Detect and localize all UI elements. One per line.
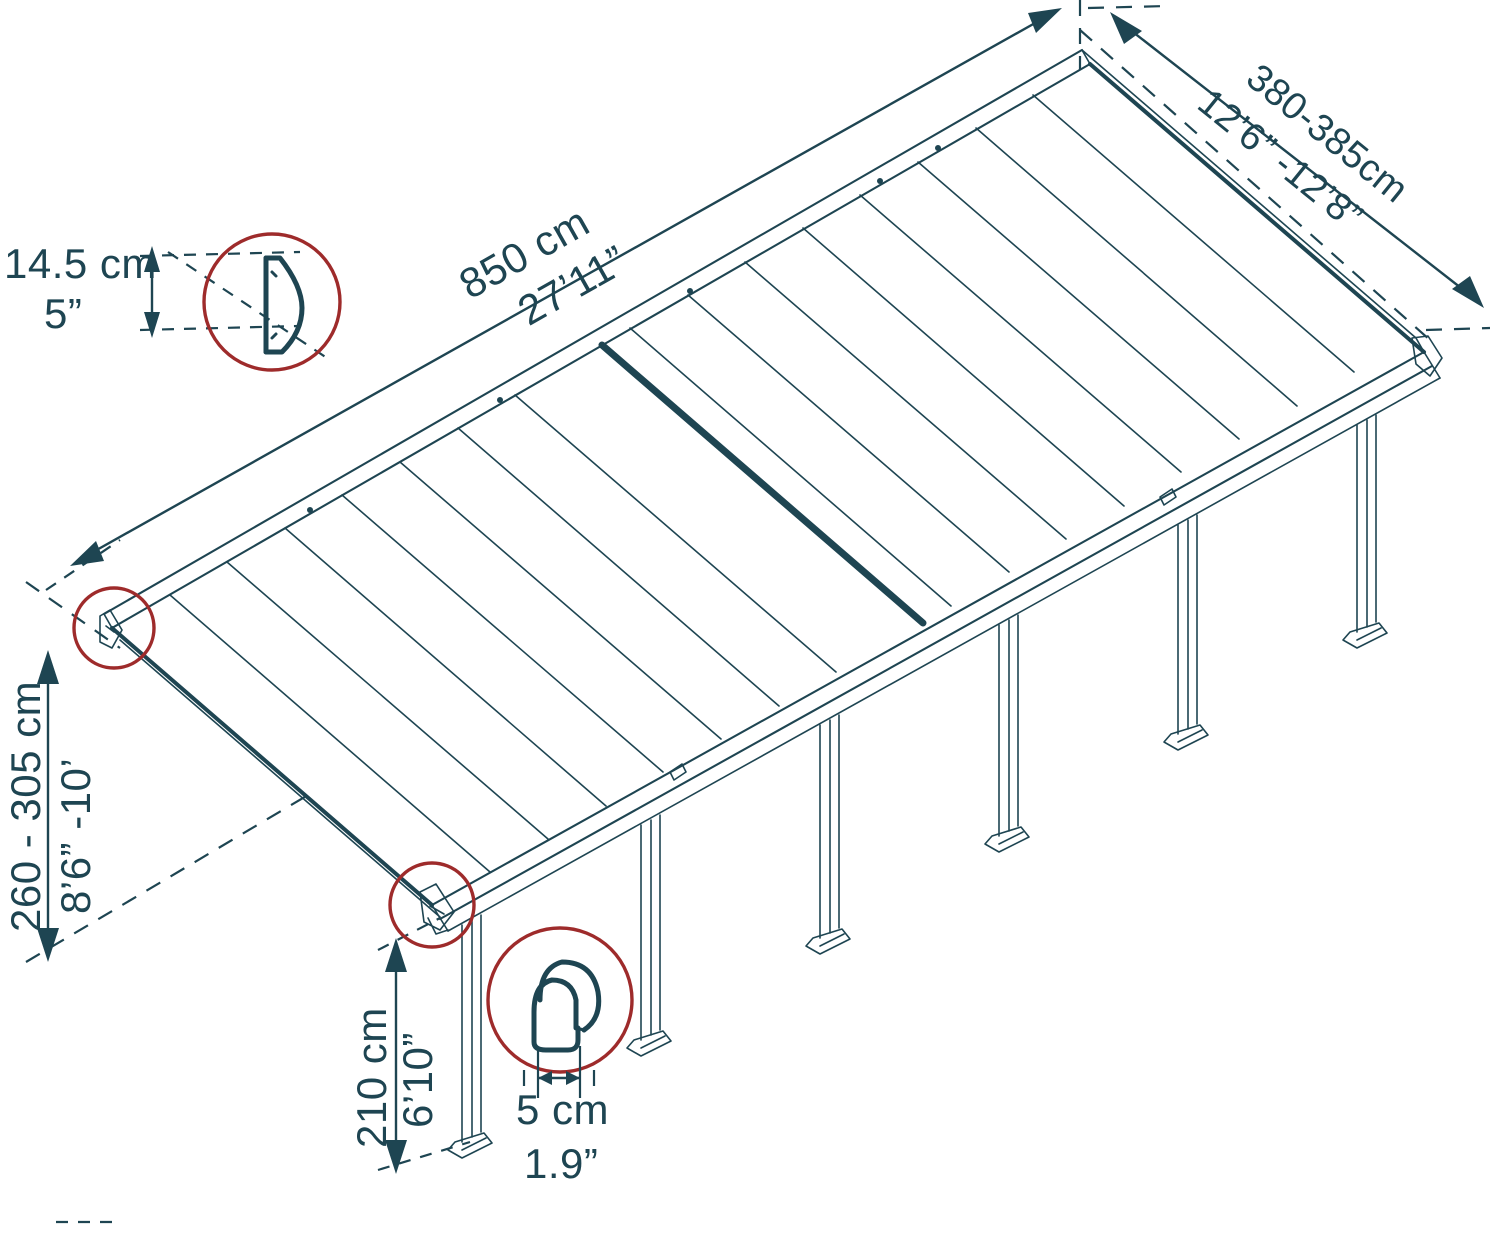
dimension-label-post-width-metric: 5 cm — [516, 1086, 609, 1133]
right-end-beam — [1081, 49, 1426, 354]
dimension-label-wall-height-metric: 260 - 305 cm — [2, 681, 49, 932]
patio-cover-structure — [99, 48, 1443, 1159]
support-posts — [447, 414, 1388, 1159]
dimension-length-850 — [45, 0, 1082, 591]
dimension-label-post-width-imperial: 1.9” — [524, 1140, 598, 1187]
callout-ring — [72, 586, 156, 670]
dimension-post-height-210 — [377, 917, 471, 1174]
dimension-wall-height-260-305 — [25, 581, 331, 963]
dimension-label-profile-height-metric: 14.5 cm — [4, 240, 157, 287]
post — [805, 714, 851, 955]
callout-beam-profile-detail — [139, 232, 342, 372]
rear-wall-beam — [102, 48, 1092, 630]
corner-fittings — [99, 335, 1443, 935]
post — [1163, 514, 1209, 751]
post — [1342, 414, 1388, 649]
callout-rear-corner-detail — [72, 586, 156, 670]
callout-ring — [486, 926, 634, 1074]
callout-post-section-detail — [486, 926, 634, 1098]
dimension-label-post-height-imperial: 6’10” — [394, 1032, 441, 1128]
callout-front-corner-detail — [388, 861, 476, 949]
dimension-label-wall-height-imperial: 8’6” -10’ — [52, 758, 99, 914]
callout-ring — [202, 232, 342, 372]
post — [984, 614, 1030, 853]
roof-panel-seams — [169, 94, 1355, 873]
dimension-label-profile-height-imperial: 5” — [44, 290, 82, 337]
post — [447, 914, 493, 1159]
front-gutter-beam — [430, 350, 1441, 932]
post — [626, 814, 672, 1057]
left-end-beam — [110, 626, 441, 918]
callout-ring — [388, 861, 476, 949]
dimension-label-post-height-metric: 210 cm — [348, 1007, 395, 1148]
dimension-projection-380-385 — [1079, 4, 1491, 341]
